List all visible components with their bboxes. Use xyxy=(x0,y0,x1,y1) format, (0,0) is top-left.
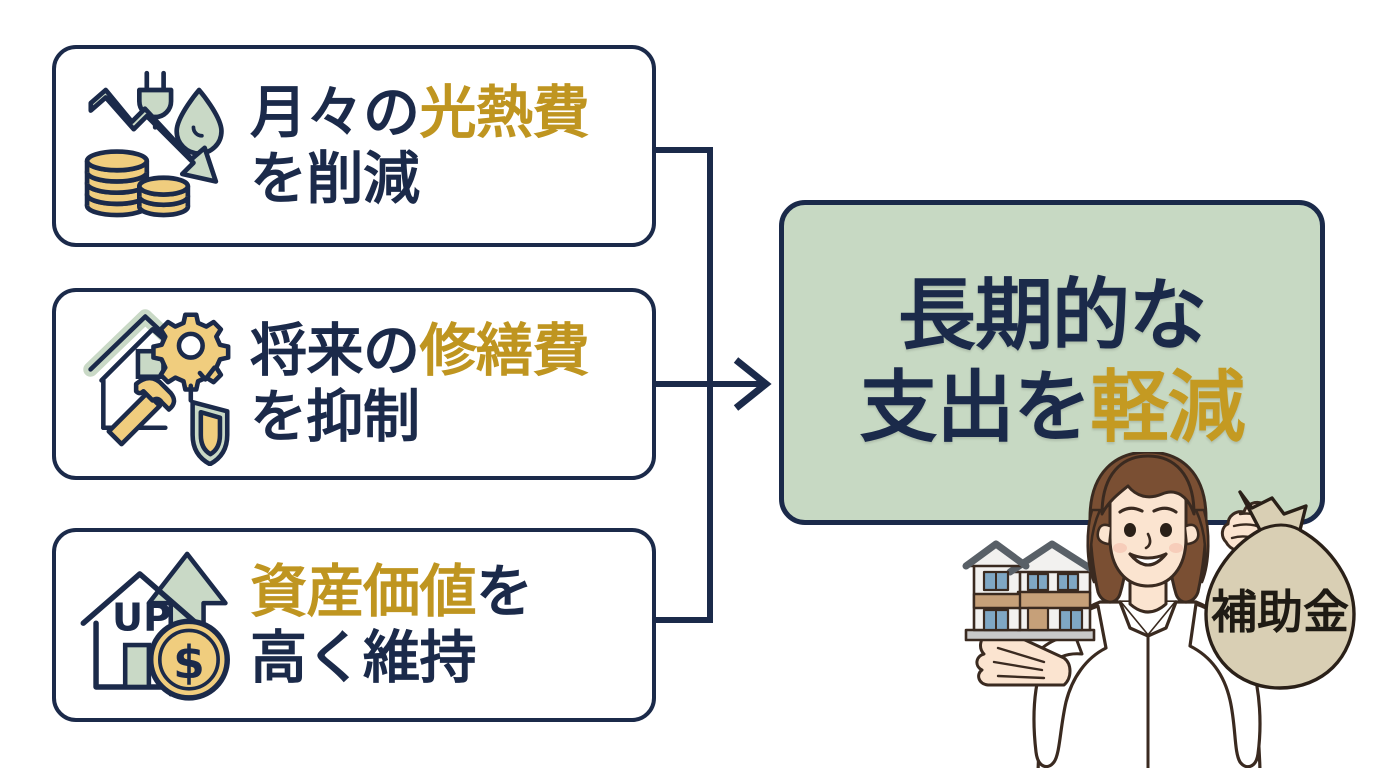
result-outcome-label: 長期的な 支出を軽減 xyxy=(859,271,1246,454)
money-bag: 補助金 xyxy=(1204,490,1356,690)
card1-line2: を削減 xyxy=(250,146,420,212)
cost-down-arrow-coins-plug-droplet-icon xyxy=(70,58,246,234)
result-outcome-box[interactable]: 長期的な 支出を軽減 xyxy=(779,200,1325,525)
benefit-card-label-3: 資産価値を 高く維持 xyxy=(246,559,652,691)
card2-line2: を抑制 xyxy=(250,384,420,450)
card1-line1-highlight: 光熱費 xyxy=(419,79,590,146)
card3-line1-highlight: 資産価値 xyxy=(250,558,477,625)
benefit-card-label-2: 将来の修繕費 を抑制 xyxy=(246,318,652,450)
benefit-card-utility-cost[interactable]: 月々の光熱費 を削減 xyxy=(52,45,656,247)
benefit-card-label-1: 月々の光熱費 を削減 xyxy=(246,80,652,212)
person-illustration: 補助金 xyxy=(940,452,1376,768)
card1-line1-plain: 月々の xyxy=(250,79,420,146)
money-bag-label: 補助金 xyxy=(1211,585,1349,639)
icon-dollar-symbol: $ xyxy=(173,636,205,689)
card2-line1-plain: 将来の xyxy=(250,317,420,384)
card3-line2: 高く維持 xyxy=(250,625,477,691)
card3-line1-tail: を xyxy=(476,558,533,625)
hair-front xyxy=(1100,454,1196,516)
benefit-card-asset-value[interactable]: UP $ 資産価値を 高く維持 xyxy=(52,528,656,722)
eye-right xyxy=(1160,523,1172,537)
house-up-arrow-dollar-coin-icon: UP $ xyxy=(70,537,246,713)
house-gear-hammer-shield-icon xyxy=(70,296,246,472)
arrow-right-icon xyxy=(733,357,772,411)
benefit-card-repair-cost[interactable]: 将来の修繕費 を抑制 xyxy=(52,288,656,480)
card2-line1-highlight: 修繕費 xyxy=(419,317,590,384)
model-house xyxy=(962,540,1100,642)
eye-left xyxy=(1124,523,1136,537)
result-line2-plain: 支出を xyxy=(859,362,1091,453)
result-line2-highlight: 軽減 xyxy=(1090,362,1246,453)
result-line1: 長期的な xyxy=(897,271,1207,362)
